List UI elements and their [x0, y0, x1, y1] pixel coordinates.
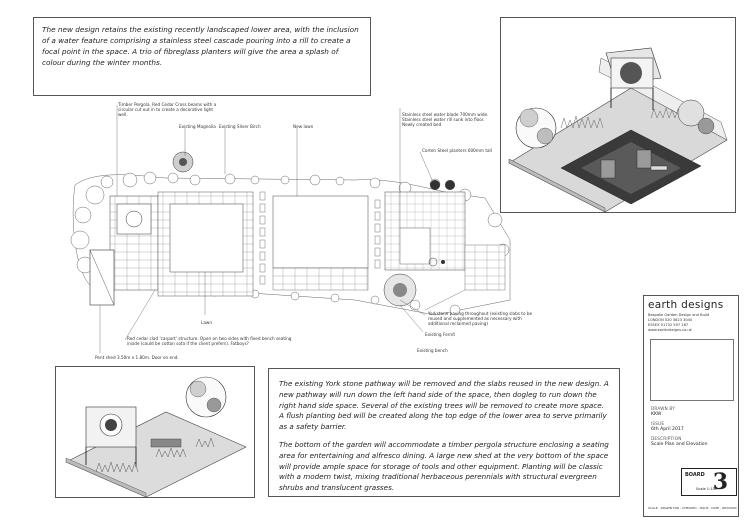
perspective-illustration-bottom — [65, 376, 247, 498]
annotation-pergola: Timber Pergola. Red Cedar Cross beams wi… — [118, 102, 217, 117]
company-logo: earth designs — [648, 299, 724, 311]
annotation-carport: Red cedar clad 'carport' structure. Open… — [127, 336, 292, 346]
intro-note-box: The new design retains the existing rece… — [33, 17, 371, 96]
site-plan: Timber Pergola. Red Cedar Cross beams wi… — [55, 100, 532, 365]
key-plan-frame — [650, 339, 734, 401]
title-block-footer: SCALE - DRAWN FOR - CHECKED - ISSUE - DA… — [648, 506, 737, 510]
board-number-box: BOARD 3 Scale 1:100 — [681, 468, 737, 496]
annotation-lawn-top: New lawn — [293, 124, 314, 129]
company-subtitle: Bespoke Garden Design and Build — [648, 313, 710, 317]
annotation-lawn-bottom: Lawn — [201, 320, 212, 325]
title-block: earth designs Bespoke Garden Design and … — [643, 295, 739, 517]
description-label: DESCRIPTION — [651, 436, 682, 441]
lawn-plan — [169, 203, 244, 273]
issue-label: ISSUE — [651, 421, 665, 426]
issue-value: 6th April 2017 — [651, 427, 684, 432]
drawn-by-label: DRAWN BY — [651, 406, 676, 411]
description-paragraph-2: The bottom of the garden will accommodat… — [279, 439, 609, 493]
description-value: Scale Plan and Elevation — [651, 442, 708, 447]
tree-3d — [515, 99, 715, 149]
drawn-by-value: KKW — [651, 412, 662, 417]
pergola-3d-bottom — [85, 406, 137, 467]
site-plan-drawing — [70, 105, 511, 353]
design-description-box: The existing York stone pathway will be … — [268, 368, 620, 497]
annotation-paving: Yorkstone paving throughout (existing sl… — [428, 311, 533, 326]
perspective-view-bottom — [55, 366, 255, 498]
tree-3d-bottom — [185, 376, 227, 418]
perspective-view-top — [500, 17, 736, 213]
intro-note-text: The new design retains the existing rece… — [42, 25, 359, 67]
annotation-fern: Existing Fern/t — [425, 332, 456, 337]
perspective-illustration-top — [508, 47, 728, 213]
annotation-magnolia: Existing Magnolia — [179, 124, 216, 129]
description-paragraph-1: The existing York stone pathway will be … — [279, 379, 609, 432]
company-name: earth designs — [648, 299, 724, 311]
board-scale: Scale 1:100 — [696, 487, 718, 491]
phone-london: LONDON 020 3623 3040 — [648, 318, 693, 322]
annotation-corten: Corten Steel planters 600mm tall — [422, 148, 492, 153]
board-label: BOARD — [685, 472, 705, 478]
annotation-birch: Existing Silver Birch — [219, 124, 261, 129]
annotation-rill: Stainless steel water blade 700mm wide. … — [402, 112, 489, 127]
company-website: www.earthdesigns.co.uk — [648, 328, 692, 332]
board-number: 3 — [712, 469, 728, 495]
annotation-shed: Pent shed 3.50m x 1.80m. Door on end. — [95, 355, 179, 360]
phone-essex: ESSEX 01702 597 187 — [648, 323, 689, 327]
annotation-bench: Existing bench — [417, 348, 448, 353]
pergola-3d — [605, 47, 662, 110]
